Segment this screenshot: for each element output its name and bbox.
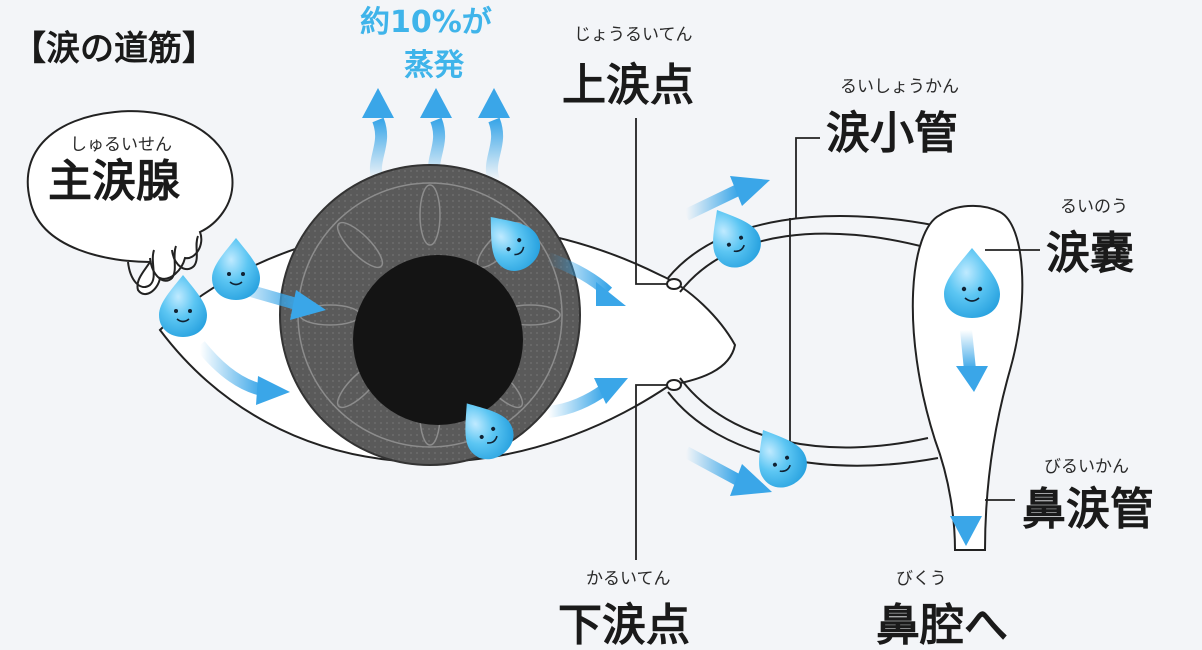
upper-punctum-dot [666, 278, 682, 290]
flow-arrow [195, 341, 290, 405]
lacrimal-sac-ruby: るいのう [1060, 197, 1128, 217]
flow-arrow [683, 176, 770, 221]
page-title: 【涙の道筋】 [12, 29, 216, 69]
gland-ducts [127, 235, 199, 288]
tear-drop-character [713, 210, 761, 268]
evaporation-text-line2: 蒸発 [404, 48, 465, 83]
pupil [353, 255, 523, 425]
nasal-cavity-label: 鼻腔へ [876, 600, 1008, 650]
evaporation-arrow [478, 88, 510, 183]
canaliculus-ruby: るいしょうかん [840, 77, 959, 97]
tear-drop-character [159, 275, 207, 337]
canaliculus-label: 涙小管 [826, 108, 958, 159]
tear-drop-character [944, 248, 1000, 318]
nasolacrimal-duct-ruby: びるいかん [1044, 457, 1129, 477]
upper-punctum-label: 上涙点 [562, 60, 694, 111]
flow-arrow [545, 252, 626, 306]
tear-drops [159, 210, 1000, 488]
tear-drop-character [490, 217, 541, 271]
tear-drop-character [759, 430, 807, 488]
upper-punctum-ruby: じょうるいてん [574, 25, 693, 45]
flow-arrow [547, 378, 628, 418]
lower-punctum-label: 下涙点 [558, 600, 690, 650]
lower-punctum-dot [666, 379, 682, 391]
evaporation-arrow [362, 88, 394, 183]
evaporation-text-line1: 約10%が [360, 5, 492, 40]
flow-arrow [683, 446, 772, 496]
tear-drop-character [465, 403, 514, 460]
flow-arrow [956, 329, 988, 392]
nasal-cavity-ruby: びくう [896, 569, 947, 589]
lacrimal-sac-label: 涙嚢 [1046, 228, 1134, 279]
lower-punctum-ruby: かるいてん [586, 569, 671, 589]
main-lacrimal-gland-ruby: しゅるいせん [70, 135, 172, 155]
main-lacrimal-gland-label: 主涙腺 [48, 156, 181, 207]
nasolacrimal-duct-label: 鼻涙管 [1022, 484, 1154, 535]
main-lacrimal-gland-shape [26, 110, 234, 296]
flow-arrow [950, 460, 982, 546]
tear-drop-character [212, 238, 260, 300]
flow-arrows [195, 176, 988, 546]
